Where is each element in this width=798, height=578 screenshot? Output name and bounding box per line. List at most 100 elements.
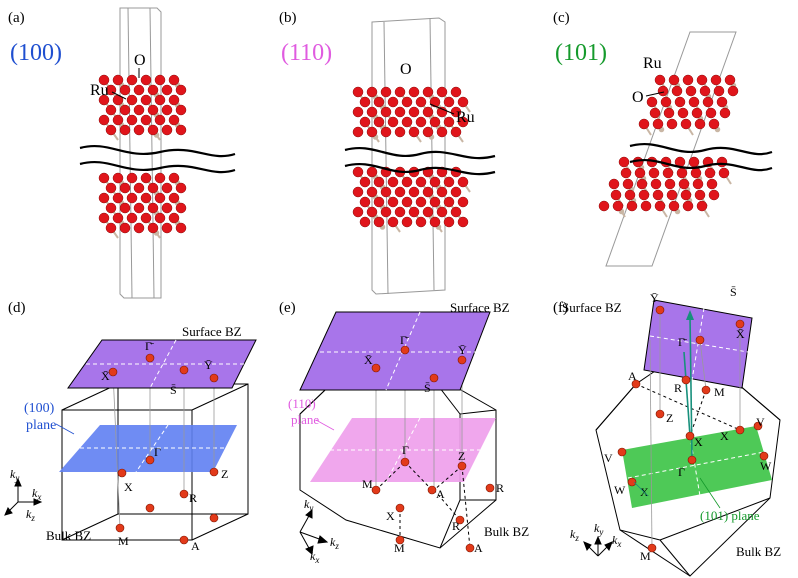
oxygen-atom <box>671 85 683 97</box>
oxygen-atom <box>161 222 173 234</box>
oxygen-atom <box>366 166 378 178</box>
plane-label-e-2: plane <box>291 412 319 427</box>
w-point-f: W <box>614 483 626 497</box>
oxygen-atom <box>352 206 364 218</box>
oxygen-atom <box>168 74 180 86</box>
oxygen-atom <box>415 176 427 188</box>
oxygen-atom <box>175 84 187 96</box>
plane-label-d-2: plane <box>26 418 56 433</box>
oxygen-atom <box>727 85 739 97</box>
axis-kx-e: kx <box>310 549 319 565</box>
oxygen-atom <box>119 222 131 234</box>
panel-b: (b) (110) O Ru <box>279 10 496 295</box>
oxygen-atom <box>359 196 371 208</box>
oxygen-atom <box>126 192 138 204</box>
m-point-d: M <box>118 534 129 548</box>
x-bar-f: X̄ <box>736 327 745 341</box>
oxygen-atom <box>387 116 399 128</box>
oxygen-atom <box>140 74 152 86</box>
oxygen-atom <box>422 126 434 138</box>
oxygen-atom <box>713 85 725 97</box>
ruthenium-label-c: Ru <box>643 55 662 72</box>
oxygen-atom <box>663 107 675 119</box>
s-bar-f: S̄ <box>730 285 737 299</box>
oxygen-atom <box>133 182 145 194</box>
oxygen-atom <box>380 126 392 138</box>
oxygen-atom <box>380 186 392 198</box>
w-point-f-2: W <box>760 459 772 473</box>
oxygen-atom <box>373 196 385 208</box>
bz-points-d <box>108 353 219 545</box>
oxygen-atom <box>620 167 632 179</box>
oxygen-atom <box>168 192 180 204</box>
panel-d: (d) Surface BZ B <box>4 300 257 553</box>
oxygen-atom <box>450 86 462 98</box>
oxygen-atom <box>387 216 399 228</box>
plane-label-e-1: (110) <box>288 396 316 411</box>
oxygen-atom <box>657 85 669 97</box>
oxygen-atom <box>380 106 392 118</box>
oxygen-atom <box>387 96 399 108</box>
oxygen-atom <box>98 74 110 86</box>
x-bar-e: X̄ <box>364 353 373 367</box>
oxygen-atom <box>394 206 406 218</box>
oxygen-atom <box>366 186 378 198</box>
oxygen-atom <box>443 216 455 228</box>
oxygen-atom <box>359 216 371 228</box>
oxygen-atom <box>682 200 694 212</box>
z-point-e: Z <box>458 449 465 463</box>
oxygen-atom <box>678 178 690 190</box>
break-mark-b <box>344 147 496 176</box>
oxygen-atom <box>133 124 145 136</box>
oxygen-atom <box>147 124 159 136</box>
y-bar-e: Ȳ <box>458 343 467 357</box>
oxygen-atom <box>126 212 138 224</box>
oxygen-atom <box>688 156 700 168</box>
oxygen-atom <box>696 74 708 86</box>
r-point-e: R <box>496 481 504 495</box>
oxygen-atom <box>622 178 634 190</box>
oxygen-atom <box>443 196 455 208</box>
oxygen-atom <box>119 202 131 214</box>
oxygen-atom <box>724 74 736 86</box>
oxygen-label-b: O <box>400 61 412 78</box>
oxygen-atom <box>154 172 166 184</box>
x-point-f-2: X <box>720 429 729 443</box>
oxygen-atom <box>652 189 664 201</box>
oxygen-atom <box>662 167 674 179</box>
oxygen-atom <box>133 104 145 116</box>
unit-cell-c <box>605 31 737 267</box>
oxygen-atom <box>147 182 159 194</box>
oxygen-atom <box>668 74 680 86</box>
ruthenium-label-b: Ru <box>456 109 475 126</box>
oxygen-atom <box>618 156 630 168</box>
plane-label-d-1: (100) <box>24 401 55 416</box>
oxygen-atom <box>408 126 420 138</box>
oxygen-atom <box>366 126 378 138</box>
oxygen-atom <box>415 96 427 108</box>
oxygen-atom <box>648 167 660 179</box>
oxygen-atom <box>112 74 124 86</box>
panel-f-tag: (f) <box>553 300 568 316</box>
oxygen-atom <box>175 182 187 194</box>
oxygen-atom <box>105 124 117 136</box>
oxygen-atom <box>668 200 680 212</box>
v-point-f-2: V <box>756 415 765 429</box>
oxygen-atom <box>373 216 385 228</box>
oxygen-atom <box>126 172 138 184</box>
oxygen-atom <box>654 200 666 212</box>
oxygen-atom <box>168 172 180 184</box>
surface-bz-e <box>299 311 491 391</box>
oxygen-atom <box>718 167 730 179</box>
axis-kx-d: kx <box>32 486 41 502</box>
x-point-f: X <box>694 435 703 449</box>
oxygen-atom <box>175 104 187 116</box>
oxygen-atom <box>436 126 448 138</box>
surface-bz-label-e: Surface BZ <box>450 300 510 315</box>
oxygen-atom <box>457 216 469 228</box>
x-point-d: X <box>124 480 133 494</box>
oxygen-atom <box>112 114 124 126</box>
surface-bz-label-d: Surface BZ <box>182 324 242 339</box>
oxygen-atom <box>133 222 145 234</box>
a-point-e-2: A <box>474 541 483 555</box>
